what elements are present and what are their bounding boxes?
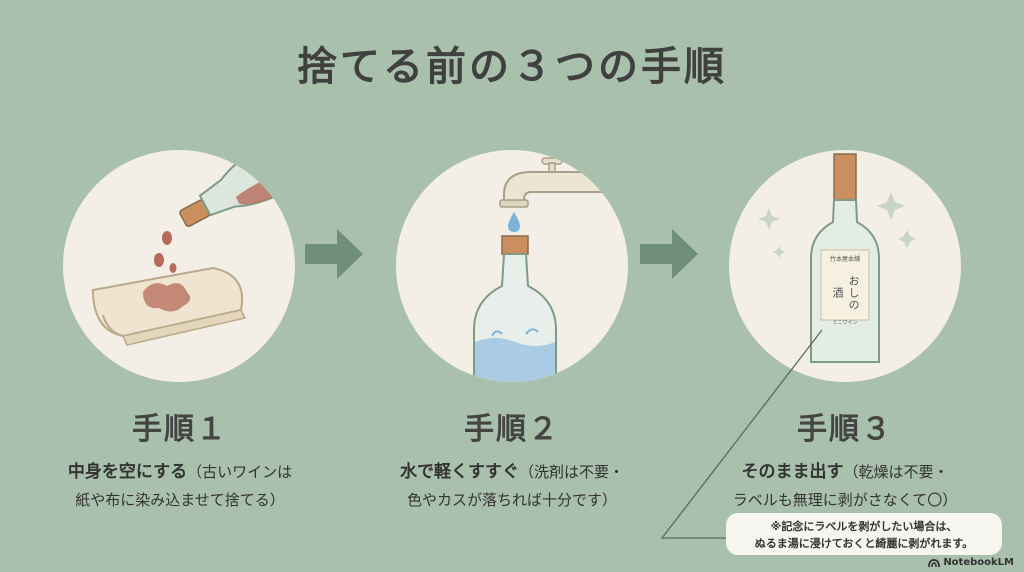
step3-description: そのまま出す（乾燥は不要・ ラベルも無理に剥がさなくて〇）	[685, 458, 1005, 514]
note-line-2: ぬるま湯に浸けておくと綺麗に剥がれます。	[754, 537, 974, 550]
step2-description: 水で軽くすすぐ（洗剤は不要・ 色やカスが落ちれば十分です）	[352, 458, 672, 514]
step1-main: 中身を空にする	[67, 462, 188, 482]
label-name: おしの酒	[831, 275, 860, 311]
step1-detail-2: 紙や布に染み込ませて捨てる）	[75, 491, 285, 509]
label-removal-note: ※記念にラベルを剥がしたい場合は、 ぬるま湯に浸けておくと綺麗に剥がれます。	[726, 513, 1002, 555]
label-sub: ミニワイン	[832, 320, 858, 326]
faucet-rinse-icon	[473, 157, 628, 382]
step3-main: そのまま出す	[741, 462, 844, 482]
bottle-label: 竹本屋本舗 おしの酒 ミニワイン	[821, 252, 869, 326]
step1-title: 手順１	[132, 412, 228, 447]
step2-main: 水で軽くすすぐ	[399, 462, 519, 482]
brand-name: NotebookLM	[943, 557, 1014, 568]
label-brand: 竹本屋本舗	[829, 256, 860, 263]
step3-title: 手順３	[797, 412, 893, 447]
note-line-1: ※記念にラベルを剥がしたい場合は、	[770, 520, 958, 533]
pouring-wine-icon	[91, 150, 295, 346]
arrow-right-icon	[640, 229, 698, 279]
step3-illustration: 竹本屋本舗 おしの酒 ミニワイン	[729, 150, 961, 382]
step2-title: 手順２	[464, 412, 560, 447]
page-title: 捨てる前の３つの手順	[297, 44, 727, 90]
labeled-bottle-icon	[758, 153, 916, 363]
step2-illustration	[396, 150, 628, 382]
step1-description: 中身を空にする（古いワインは 紙や布に染み込ませて捨てる）	[20, 458, 340, 514]
step2-detail-1: （洗剤は不要・	[518, 463, 624, 481]
step3-detail-2: ラベルも無理に剥がさなくて〇）	[732, 491, 958, 509]
step1-detail-1: （古いワインは	[187, 463, 293, 481]
brand-mark: NotebookLM	[928, 557, 1014, 568]
step1-illustration	[63, 150, 295, 382]
step2-detail-2: 色やカスが落ちれば十分です）	[406, 491, 617, 509]
arrow-right-icon	[305, 229, 363, 279]
notebooklm-logo-icon	[928, 558, 941, 567]
step3-detail-1: （乾燥は不要・	[843, 463, 949, 481]
